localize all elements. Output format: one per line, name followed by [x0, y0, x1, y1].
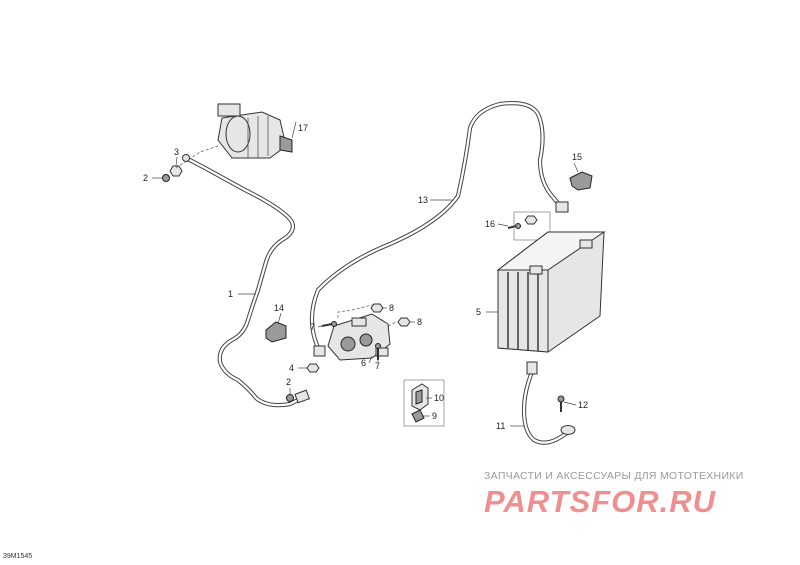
watermark: ЗАПЧАСТИ И АКСЕССУАРЫ ДЛЯ МОТОТЕХНИКИ PA… [484, 470, 784, 520]
callout-12: 12 [578, 400, 588, 410]
leader-lines [152, 121, 579, 427]
starter-motor [217, 103, 293, 159]
terminal-boot-14 [265, 321, 287, 343]
callout-8: 8 [417, 317, 422, 327]
callout-2: 2 [286, 377, 291, 387]
cable-1-starter [182, 154, 310, 408]
callout-13: 13 [418, 195, 428, 205]
callout-10: 10 [434, 393, 444, 403]
callout-17: 17 [298, 123, 308, 133]
starter-solenoid [327, 303, 397, 361]
callout-labels: 1 2 3 17 13 15 16 5 14 8 8 7 4 6 7 2 10 … [143, 123, 588, 431]
fuse-holder [403, 379, 445, 427]
callout-3: 3 [174, 147, 179, 157]
cable-13-battery [309, 101, 569, 357]
callout-8: 8 [389, 303, 394, 313]
callout-11: 11 [496, 421, 505, 431]
diagram-reference-code: 39M1545 [3, 553, 33, 560]
ground-screw [557, 395, 565, 412]
watermark-text: ЗАПЧАСТИ И АКСЕССУАРЫ ДЛЯ МОТОТЕХНИКИ [484, 470, 744, 482]
callout-1: 1 [228, 289, 233, 299]
battery-terminal-fasteners [507, 211, 551, 241]
callout-15: 15 [572, 152, 582, 162]
callout-5: 5 [476, 307, 481, 317]
callout-6: 6 [361, 358, 366, 368]
callout-14: 14 [274, 303, 284, 313]
callout-4: 4 [289, 363, 294, 373]
cable-11-ground [521, 361, 576, 445]
nut-washer-starter [162, 145, 219, 182]
battery [496, 231, 606, 353]
callout-2: 2 [143, 173, 148, 183]
callout-9: 9 [432, 411, 437, 421]
callout-7: 7 [375, 361, 380, 371]
watermark-logo: PARTSFOR.RU [484, 484, 717, 519]
terminal-boot-15 [569, 171, 593, 191]
callout-7: 7 [310, 322, 315, 332]
callout-16: 16 [485, 219, 495, 229]
solenoid-fasteners [286, 303, 411, 402]
